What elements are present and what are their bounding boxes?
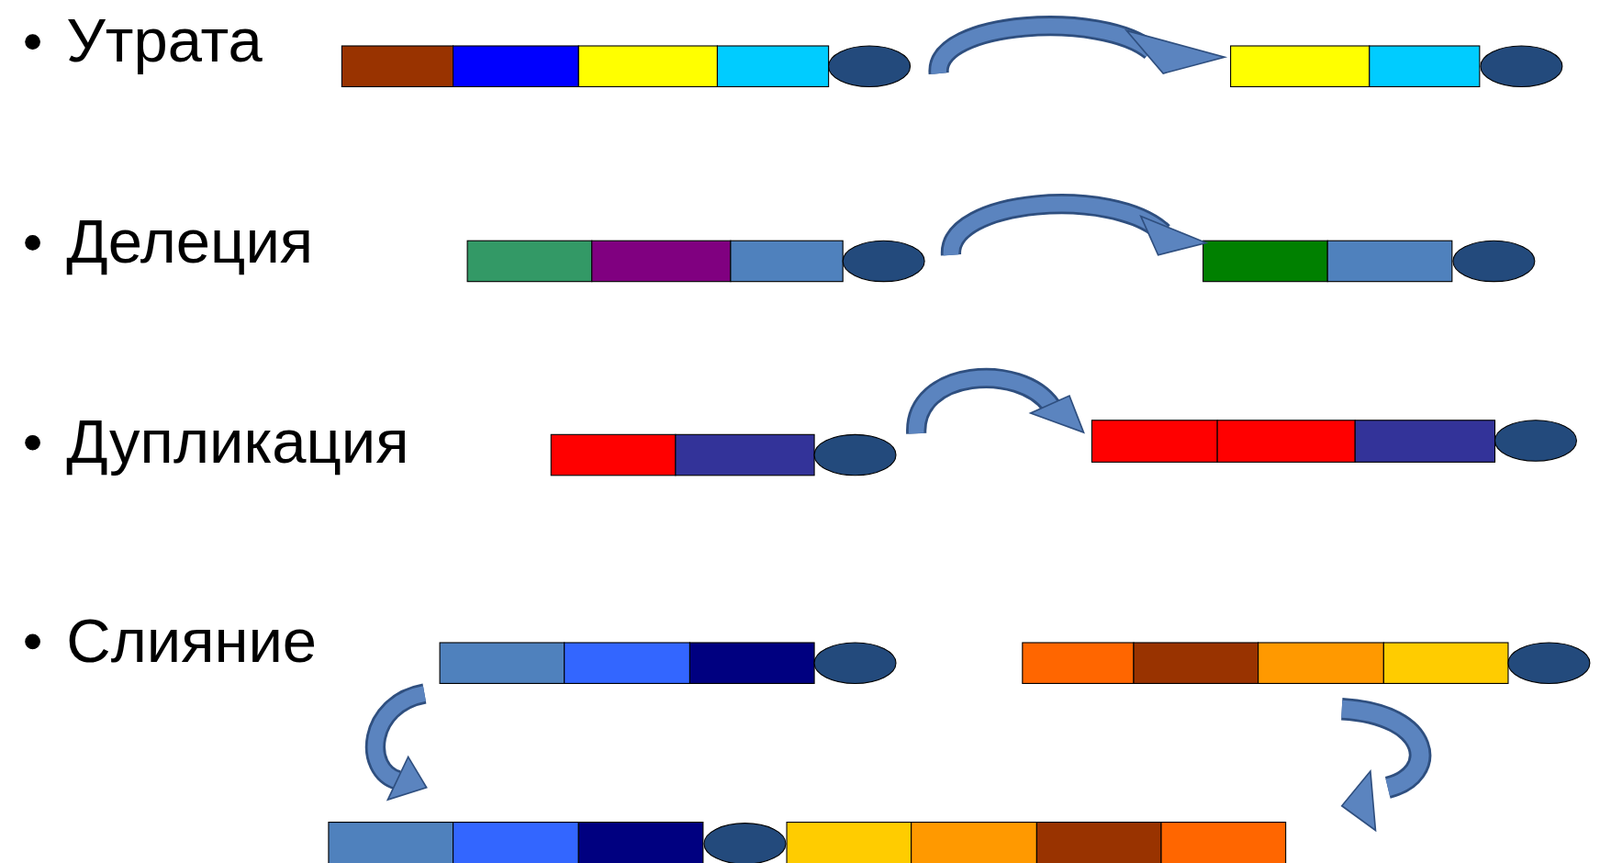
band	[716, 45, 828, 87]
band	[439, 642, 565, 683]
band	[1383, 642, 1509, 683]
band	[911, 822, 1038, 863]
centromere	[704, 823, 786, 863]
arrowhead	[387, 756, 426, 800]
centromere	[1495, 420, 1578, 461]
chromosome	[341, 45, 910, 87]
arrow-body	[375, 693, 425, 781]
bullet	[25, 634, 41, 649]
centromere	[1480, 45, 1563, 87]
band	[730, 240, 843, 281]
band	[1022, 642, 1134, 683]
arrowhead	[1030, 395, 1085, 433]
bullet-label: Слияние	[66, 606, 317, 675]
chromosome	[467, 240, 925, 281]
band	[675, 434, 815, 475]
arrow-body	[1342, 708, 1421, 788]
centromere	[842, 240, 925, 281]
band	[564, 642, 691, 683]
bullet-label: Дупликация	[66, 407, 409, 476]
arrowhead	[1141, 216, 1207, 256]
bullet-label: Делеция	[66, 208, 314, 277]
chromosome	[1022, 642, 1590, 683]
chromosome	[1091, 420, 1577, 463]
centromere	[828, 45, 911, 87]
centromere	[1453, 240, 1535, 281]
chromosome	[439, 642, 896, 683]
band	[1369, 45, 1480, 87]
chromosome	[1203, 240, 1535, 281]
bullet	[25, 34, 41, 50]
arrow-body	[951, 203, 1164, 256]
chromosome	[1230, 45, 1563, 87]
band	[467, 240, 593, 281]
band	[689, 642, 815, 683]
bullets	[25, 34, 41, 649]
arrow-body	[951, 203, 1164, 256]
arrow-body	[1342, 708, 1421, 788]
band	[1258, 642, 1385, 683]
band	[1203, 240, 1329, 281]
bullet	[25, 435, 41, 450]
arrow-body	[375, 693, 425, 781]
band	[1354, 420, 1495, 463]
band	[578, 822, 704, 863]
band	[550, 434, 676, 475]
band	[1036, 822, 1162, 863]
centromere	[814, 434, 896, 475]
centromere	[1508, 642, 1590, 683]
arrow-body	[916, 378, 1052, 434]
arrowhead	[1342, 771, 1377, 830]
bullet-label: Утрата	[66, 7, 263, 76]
band	[1217, 420, 1355, 463]
band	[1161, 822, 1287, 863]
band	[1230, 45, 1370, 87]
curved-arrows	[375, 25, 1421, 830]
band	[786, 822, 912, 863]
arrow-body	[939, 25, 1152, 74]
chromosome	[328, 822, 1287, 863]
arrow-body	[939, 25, 1152, 74]
band	[1327, 240, 1453, 281]
band	[592, 240, 731, 281]
band	[1091, 420, 1218, 463]
band	[578, 45, 717, 87]
arrow-body	[916, 378, 1052, 434]
arrowhead	[1126, 30, 1225, 74]
band	[453, 45, 580, 87]
band	[328, 822, 454, 863]
band	[341, 45, 453, 87]
band	[453, 822, 580, 863]
bullet	[25, 235, 41, 251]
chromosome	[550, 434, 896, 475]
band	[1133, 642, 1259, 683]
centromere	[814, 642, 896, 683]
